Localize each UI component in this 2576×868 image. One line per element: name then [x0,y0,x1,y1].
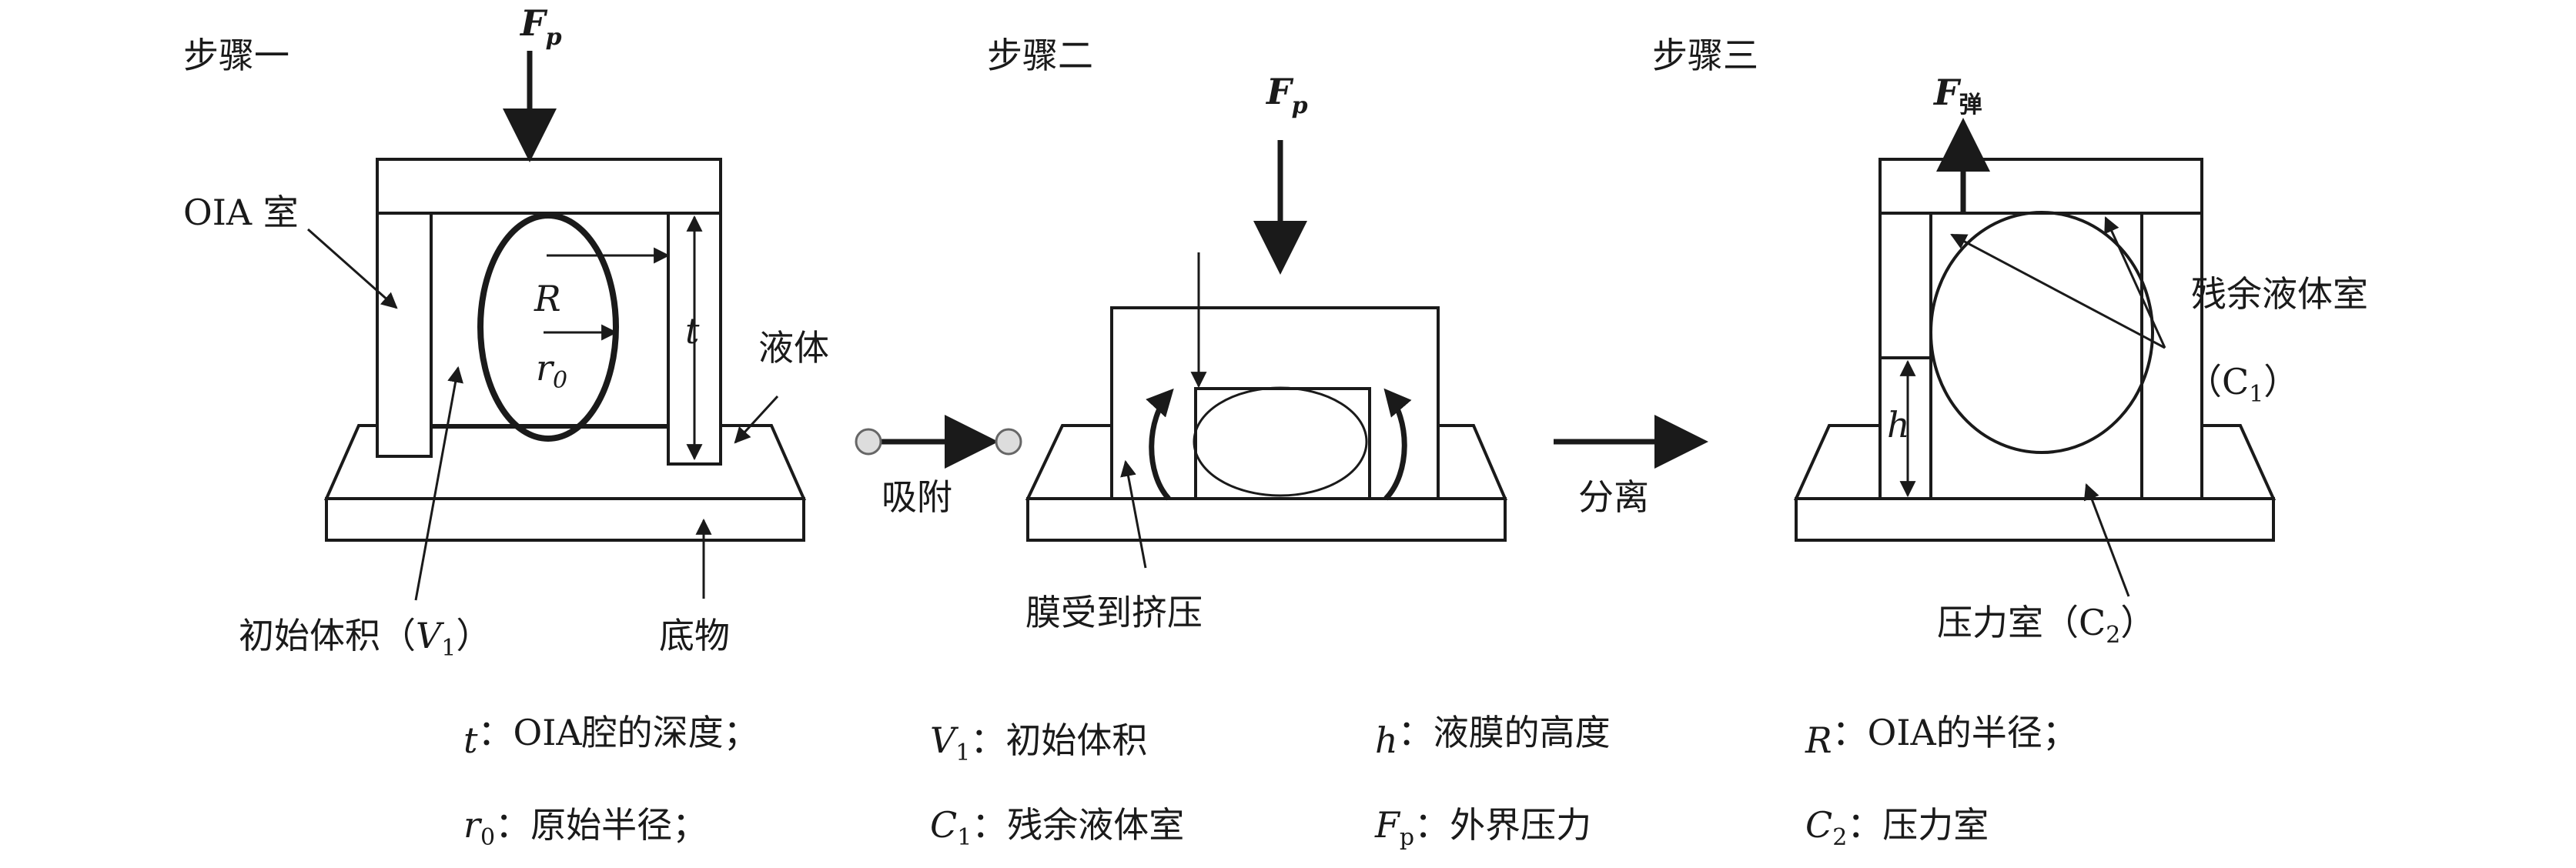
step1-volume-leader [414,366,463,601]
legend-item: Fp：外界压力 [1374,804,1591,851]
legend-item: V1：初始体积 [930,719,1147,766]
step1-top-plate [376,158,722,215]
step1-R-label: R [534,278,561,319]
step2-membrane-label: 膜受到挤压 [1025,592,1203,633]
step2-substrate-front [1026,497,1507,542]
step3-title: 步骤三 [1652,35,1758,76]
legend: t：OIA腔的深度； V1：初始体积 h：液膜的高度 R：OIA的半径； r0：… [463,712,2078,851]
step1-liquid-leader [734,395,779,444]
step1-figure [307,51,807,601]
step1-r0-label: r0 [536,347,567,394]
step2-title: 步骤二 [987,35,1093,76]
step1-left-pillar [376,212,433,458]
step2-membrane-leader [1120,459,1147,569]
step1-initial-volume-label: 初始体积（V1） [239,615,491,662]
step3-c1-label: （C1） [2186,361,2299,408]
adsorb-end-node [995,428,1022,456]
step2-fp-label: Fp [1265,71,1308,119]
step2-figure [1025,140,1508,569]
step3-fspring-label: F弹 [1932,72,1982,119]
adsorb-label: 吸附 [882,476,952,518]
step3-residual-leader-2 [2104,216,2166,349]
step1-substrate-label: 底物 [659,615,730,656]
separate-label: 分离 [1578,476,1649,518]
step2-right-curved-arrow [1383,388,1412,501]
step3-bubble [1929,211,2154,454]
legend-item: h：液膜的高度 [1375,712,1611,761]
step2-squeezed-bubble [1193,386,1368,497]
legend-item: R：OIA的半径； [1805,712,2078,761]
step3-pressure-label: 压力室（C2） [1937,602,2156,649]
step1-title: 步骤一 [183,35,289,76]
step1-liquid-label: 液体 [758,327,829,369]
step1-fp-label: Fp [519,2,562,51]
step3-substrate-front [1795,497,2275,542]
step1-bubble [477,212,619,442]
adsorb-start-node [855,428,882,456]
step3-housing [1878,158,2203,500]
step3-pressure-leader [2083,483,2130,597]
step1-oia-leader [307,228,398,309]
legend-item: t：OIA腔的深度； [463,712,759,761]
step1-t-label: t [685,310,700,352]
step1-oia-label: OIA 室 [183,192,299,233]
step2-left-curved-arrow [1146,388,1174,501]
legend-item: C1：残余液体室 [930,804,1184,851]
step1-substrate-front [325,497,805,542]
adsorb-transition [855,415,1022,469]
step3-h-label: h [1887,404,1910,446]
legend-item: r0：原始半径； [463,804,708,851]
step3-residual-label: 残余液体室 [2191,273,2368,315]
legend-item: C2：压力室 [1805,804,1989,851]
step3-figure [1793,118,2277,597]
step3-residual-leader-1 [1950,233,2166,349]
